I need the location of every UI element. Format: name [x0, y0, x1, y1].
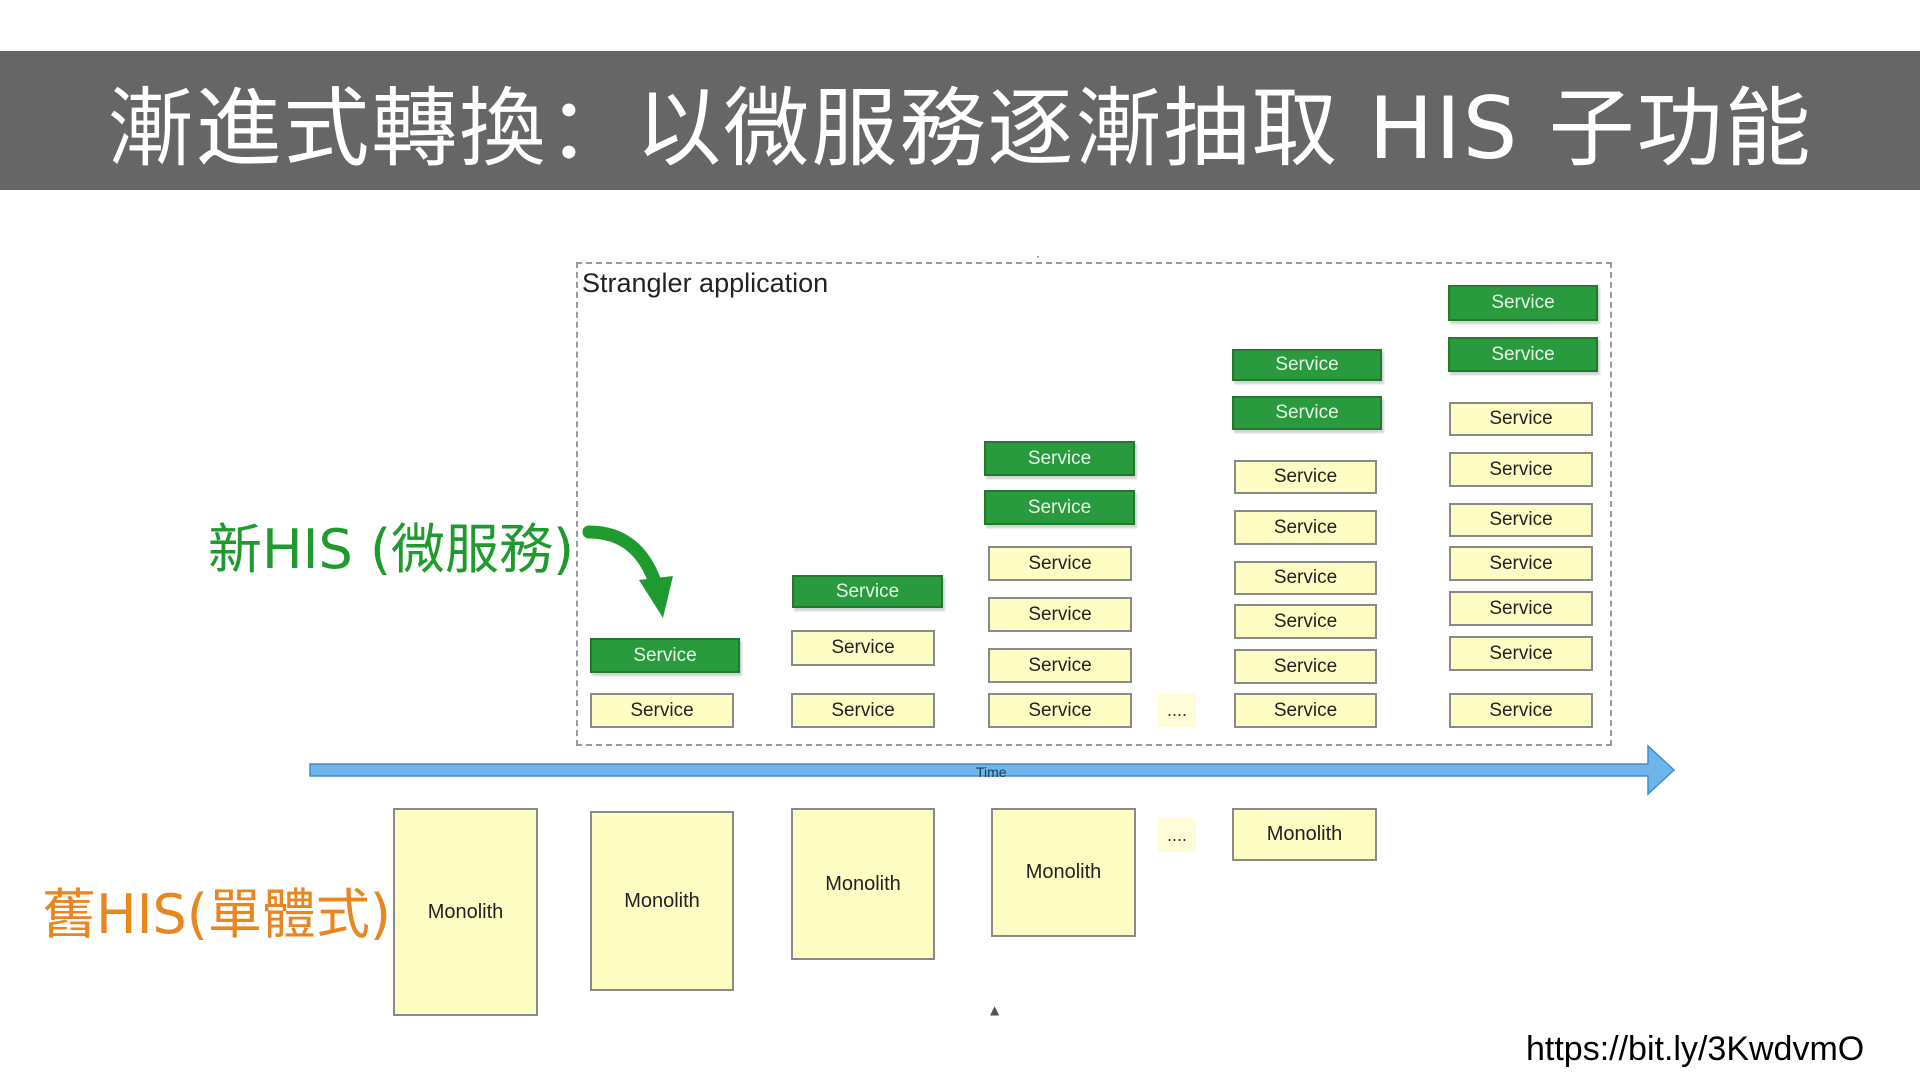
source-url: https://bit.ly/3KwdvmO [1526, 1030, 1865, 1068]
legacy-service-box: Service [1449, 636, 1593, 671]
legacy-service-box: Service [1449, 591, 1593, 626]
new-his-label: 新HIS (微服務) [208, 518, 575, 581]
legacy-service-box: Service [988, 648, 1132, 683]
monolith-box: Monolith [991, 808, 1136, 937]
new-service-box: Service [1232, 396, 1382, 430]
monolith-box: Monolith [1232, 808, 1377, 861]
legacy-service-box: Service [1234, 510, 1377, 545]
legacy-service-box: Service [791, 693, 935, 728]
time-arrow [309, 744, 1676, 796]
legacy-service-box: Service [1449, 693, 1593, 728]
new-service-box: Service [1232, 349, 1382, 381]
monolith-box: Monolith [590, 811, 734, 991]
legacy-service-box: Service [1234, 604, 1377, 639]
new-service-box: Service [1448, 285, 1598, 321]
slide-title: 漸進式轉換：以微服務逐漸抽取 HIS 子功能 [107, 79, 1813, 179]
legacy-service-box: Service [1234, 649, 1377, 684]
small-triangle-mark: ▲ [990, 1003, 1000, 1017]
legacy-service-box: Service [1449, 402, 1593, 436]
frame-handle-mark: · [1036, 250, 1040, 264]
strangler-application-label: Strangler application [582, 268, 829, 298]
legacy-service-box: Service [1234, 460, 1377, 494]
legacy-service-box: Service [1449, 546, 1593, 581]
strangler-application-frame [576, 262, 1612, 746]
new-service-box: Service [1448, 337, 1598, 372]
curved-arrow-icon [582, 525, 673, 618]
monolith-box: Monolith [393, 808, 538, 1016]
new-service-box: Service [984, 441, 1135, 476]
legacy-service-box: Service [988, 597, 1132, 632]
ellipsis-services: .... [1158, 693, 1196, 727]
legacy-service-box: Service [1234, 693, 1377, 728]
legacy-service-box: Service [988, 546, 1132, 581]
time-label: Time [976, 764, 1007, 780]
legacy-service-box: Service [590, 693, 734, 728]
legacy-service-box: Service [1449, 452, 1593, 487]
legacy-service-box: Service [1234, 561, 1377, 595]
ellipsis-monoliths: .... [1158, 818, 1196, 852]
title-bar: 漸進式轉換：以微服務逐漸抽取 HIS 子功能 [0, 51, 1920, 190]
legacy-service-box: Service [1449, 503, 1593, 537]
new-service-box: Service [792, 575, 943, 608]
legacy-service-box: Service [988, 693, 1132, 728]
new-service-box: Service [984, 490, 1135, 525]
monolith-box: Monolith [791, 808, 935, 960]
legacy-service-box: Service [791, 630, 935, 666]
old-his-label: 舊HIS(單體式) [42, 883, 391, 946]
new-service-box: Service [590, 638, 740, 673]
